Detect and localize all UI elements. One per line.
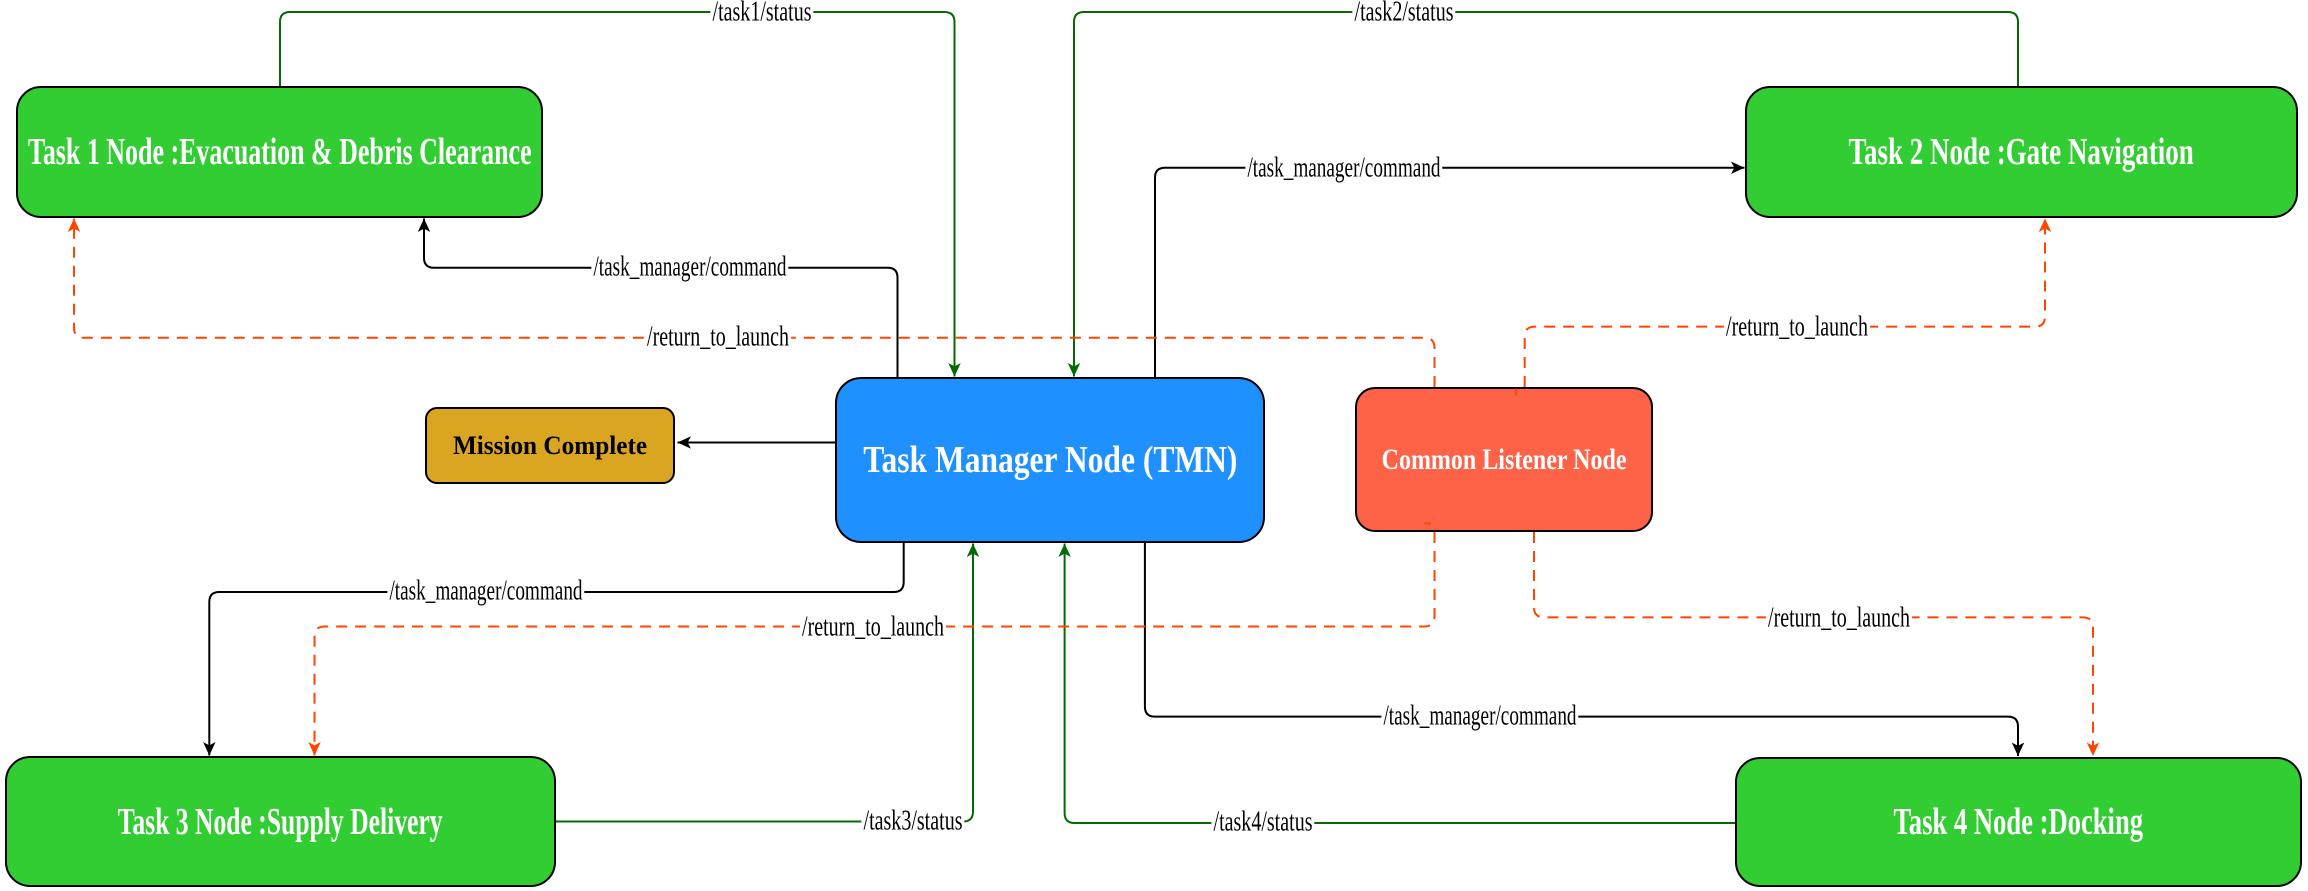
edge-label-text: /task_manager/command [389,575,583,607]
edge-rtl-task1 [67,218,1436,387]
node-common-listener: Common Listener Node [1355,387,1653,532]
node-task4-label: Task 4 Node :Docking [1893,801,2144,843]
edge-label-rtl-task2: /return_to_launch [1723,311,1871,343]
node-mission-complete: Mission Complete [425,407,675,484]
edge-label-task3-status: /task3/status [861,805,965,837]
edge-label-rtl-task4: /return_to_launch [1765,602,1913,634]
node-task1: Task 1 Node :Evacuation & Debris Clearan… [16,86,543,218]
edge-rtl-task4 [1533,532,2100,756]
edge-label-text: /return_to_launch [1768,602,1910,634]
edge-label-cmd-task3: /task_manager/command [387,575,585,607]
edge-rtl-task2 [1523,218,2052,387]
node-task2: Task 2 Node :Gate Navigation [1745,86,2298,218]
edge-rtl-task3-stub [1424,517,1435,525]
edge-task3-status [556,543,980,823]
edge-label-text: /task_manager/command [1247,152,1441,184]
edge-rtl-task3 [308,532,1436,756]
node-task1-label: Task 1 Node :Evacuation & Debris Clearan… [27,131,532,173]
edge-label-task4-status: /task4/status [1211,806,1315,838]
edge-label-text: /task1/status [712,0,812,28]
edge-label-task1-status: /task1/status [710,0,814,28]
node-task3-label: Task 3 Node :Supply Delivery [118,800,443,843]
node-task3: Task 3 Node :Supply Delivery [5,756,556,887]
edge-label-cmd-task2: /task_manager/command [1245,152,1443,184]
edge-cmd-task4 [1143,543,2025,756]
edge-task4-status [1058,543,1735,824]
node-task4: Task 4 Node :Docking [1735,757,2302,887]
edge-label-text: /task_manager/command [593,251,787,283]
node-task-manager-label: Task Manager Node (TMN) [862,439,1238,481]
edge-label-cmd-task1: /task_manager/command [591,251,789,283]
edge-task1-status [279,11,961,377]
node-task-manager: Task Manager Node (TMN) [835,377,1265,543]
edge-label-text: /task2/status [1354,0,1454,28]
edge-cmd-task2 [1154,161,1745,377]
edge-label-text: /return_to_launch [802,611,944,643]
edge-label-text: /return_to_launch [647,321,789,353]
edge-label-task2-status: /task2/status [1352,0,1456,28]
edge-rtl-task2-stub [1515,388,1522,399]
edge-label-rtl-task1: /return_to_launch [644,321,792,353]
node-common-listener-label: Common Listener Node [1381,442,1627,476]
node-task2-label: Task 2 Node :Gate Navigation [1848,131,2195,173]
edge-label-text: /return_to_launch [1726,311,1868,343]
edge-label-text: /task4/status [1213,806,1313,838]
edge-label-cmd-task4: /task_manager/command [1381,700,1579,732]
edge-cmd-task1 [417,218,899,377]
edge-label-text: /task_manager/command [1383,700,1577,732]
node-mission-complete-label: Mission Complete [452,430,648,460]
edge-task2-status [1067,11,2019,377]
edge-label-text: /task3/status [863,805,963,837]
edge-label-rtl-task3: /return_to_launch [799,611,947,643]
